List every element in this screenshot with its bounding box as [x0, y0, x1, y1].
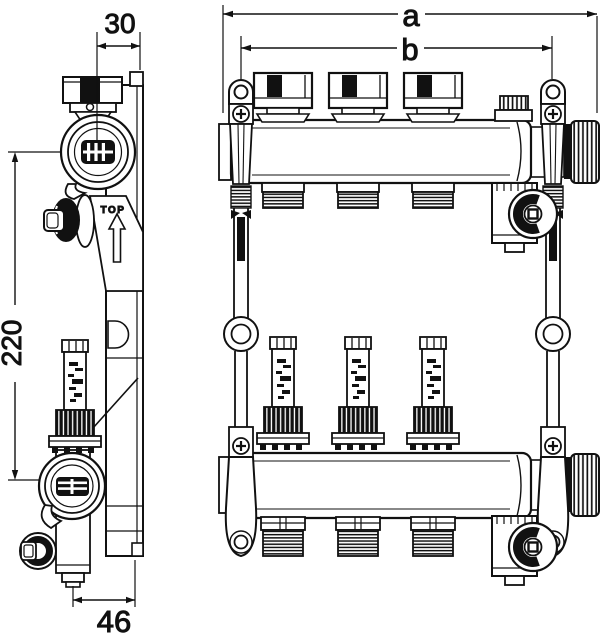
- union-nut: [570, 120, 600, 184]
- outlet-port: [261, 182, 305, 209]
- dimension-220: 220: [0, 151, 62, 481]
- up-arrow-icon: [107, 212, 127, 263]
- dimension-value: a: [402, 0, 420, 33]
- dimension-a: a: [222, 0, 598, 113]
- flow-meter-side: [48, 339, 102, 454]
- valve-cap-1: [252, 71, 314, 124]
- front-view: [218, 71, 600, 585]
- dimension-value: 220: [0, 320, 27, 367]
- top-label: TOP: [101, 205, 126, 216]
- supply-valve-side: [43, 76, 137, 248]
- outlet-port: [335, 516, 381, 557]
- valve-cap-3: [402, 71, 464, 124]
- outlet-port: [260, 516, 306, 557]
- outlet-port: [411, 182, 455, 209]
- dimension-30: 30: [96, 8, 141, 142]
- return-valve-side: [19, 339, 107, 588]
- flow-meter-1: [256, 336, 310, 451]
- outlet-port: [410, 516, 456, 557]
- union-nut: [570, 453, 600, 517]
- valve-window: [56, 477, 89, 496]
- valve-cap-2: [327, 71, 389, 124]
- vent-plug: [494, 95, 533, 122]
- side-view: TOP: [19, 71, 144, 588]
- valve-window: [81, 140, 115, 164]
- dimension-46: 46: [72, 560, 136, 639]
- flow-meter-2: [331, 336, 385, 451]
- outlet-port: [336, 182, 380, 209]
- dimension-value: 30: [104, 8, 135, 39]
- flow-meter-3: [406, 336, 460, 451]
- drain-valve: [492, 516, 557, 585]
- orientation-marking: TOP: [100, 205, 127, 263]
- dimension-b: b: [240, 32, 553, 79]
- pipe-clip: [107, 320, 130, 349]
- dimension-value: b: [401, 32, 418, 67]
- dimension-value: 46: [97, 604, 131, 639]
